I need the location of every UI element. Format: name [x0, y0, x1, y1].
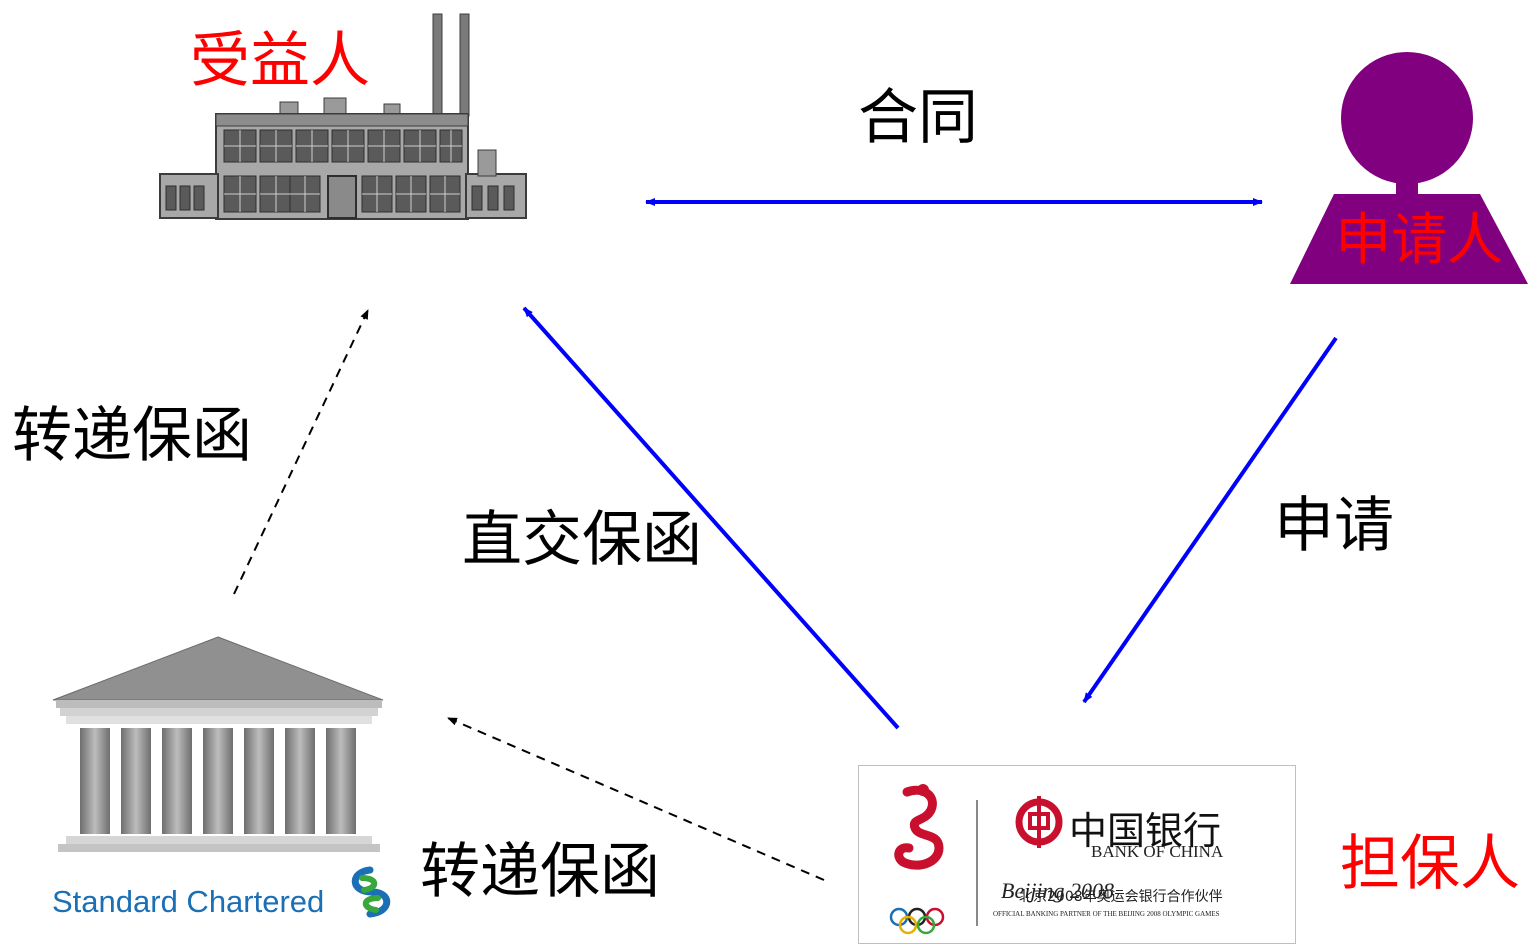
- applicant-label: 申请人: [1335, 208, 1503, 273]
- beijing-2008-emblem-icon: [894, 784, 944, 870]
- factory-icon: [159, 13, 527, 220]
- forward-guarantee-label-lower: 转递保函: [420, 837, 660, 907]
- guarantor-label: 担保人: [1340, 829, 1520, 899]
- apply-label: 申请: [1274, 491, 1394, 561]
- direct-issue-label: 直交保函: [462, 505, 702, 575]
- standard-chartered-wordmark: Standard Chartered: [52, 884, 324, 919]
- forward-guarantee-arrow-lower: [447, 717, 825, 881]
- standard-chartered-logo-icon: [351, 866, 391, 918]
- bank-of-china-artwork: [889, 784, 1063, 935]
- bank-of-china-logo-icon: [1015, 796, 1063, 848]
- olympic-mark-text: Beijing 2008: [1001, 878, 1115, 903]
- contract-label: 合同: [858, 83, 978, 153]
- apply-arrow: [1082, 336, 1338, 704]
- official-partner-cn: 北京2008年奥运会银行合作伙伴: [1019, 889, 1223, 905]
- direct-issue-arrow: [522, 306, 900, 730]
- person-icon: [1290, 52, 1528, 284]
- forward-guarantee-arrow-upper: [233, 309, 369, 595]
- forward-guarantee-label-upper: 转递保函: [12, 401, 252, 471]
- beneficiary-label: 受益人: [190, 26, 370, 96]
- bank-building-icon: [52, 636, 384, 852]
- bank-of-china-panel: Beijing 2008 中国银行 BANK OF CHINA 北京2008年奥…: [858, 765, 1296, 944]
- bank-of-china-name-cn: 中国银行: [1069, 809, 1222, 853]
- official-partner-en: OFFICIAL BANKING PARTNER OF THE BEIJING …: [993, 910, 1220, 918]
- bank-of-china-name-en: BANK OF CHINA: [1091, 842, 1224, 861]
- olympic-rings-icon: [889, 907, 945, 935]
